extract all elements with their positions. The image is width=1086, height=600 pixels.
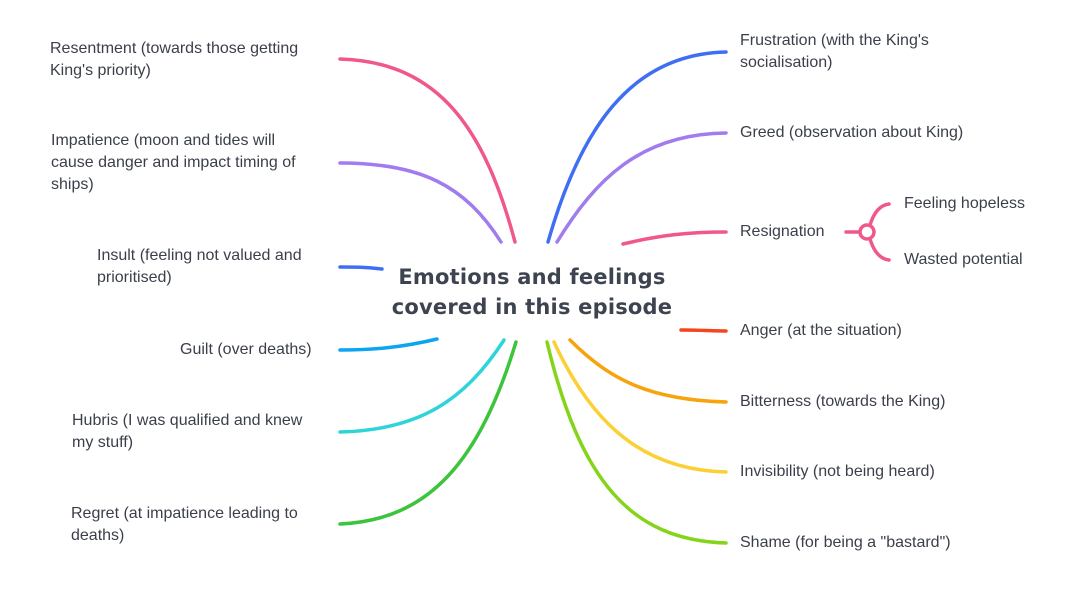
topic-impatience-line-1: Impatience (moon and tides will bbox=[51, 132, 276, 149]
topic-resentment-line-2: King's priority) bbox=[50, 62, 151, 79]
topic-bitterness-line-1: Bitterness (towards the King) bbox=[740, 393, 946, 410]
subtopic-wasted-potential-label: Wasted potential bbox=[904, 251, 1023, 268]
sub-connector-feeling-hopeless bbox=[868, 202, 891, 227]
topic-regret[interactable]: Regret (at impatience leading to deaths) bbox=[71, 503, 333, 547]
topic-regret-line-1: Regret (at impatience leading to bbox=[71, 505, 298, 522]
topic-impatience[interactable]: Impatience (moon and tides will cause da… bbox=[51, 130, 341, 196]
topic-frustration-line-2: socialisation) bbox=[740, 54, 833, 71]
topic-resentment-line-1: Resentment (towards those getting bbox=[50, 40, 299, 57]
central-topic[interactable]: Emotions and feelings covered in this ep… bbox=[382, 262, 682, 322]
branch-connector-insult bbox=[338, 265, 384, 271]
topic-resignation[interactable]: Resignation bbox=[740, 221, 850, 243]
topic-invisibility-line-1: Invisibility (not being heard) bbox=[740, 463, 935, 480]
central-topic-line-1: Emotions and feelings bbox=[398, 265, 666, 289]
subtopic-feeling-hopeless-label: Feeling hopeless bbox=[904, 195, 1025, 212]
branch-connector-bitterness bbox=[568, 338, 728, 404]
topic-frustration-line-1: Frustration (with the King's bbox=[740, 32, 929, 49]
branch-connector-regret bbox=[338, 340, 518, 526]
sub-connector-wasted-potential bbox=[868, 237, 891, 262]
topic-resignation-line-1: Resignation bbox=[740, 223, 825, 240]
topic-guilt-line-1: Guilt (over deaths) bbox=[180, 341, 312, 358]
topic-hubris[interactable]: Hubris (I was qualified and knew my stuf… bbox=[72, 410, 332, 454]
topic-shame-line-1: Shame (for being a "bastard") bbox=[740, 534, 951, 551]
branch-connector-impatience bbox=[338, 161, 503, 244]
topic-invisibility[interactable]: Invisibility (not being heard) bbox=[740, 461, 1020, 483]
branch-connector-resentment bbox=[338, 57, 517, 244]
topic-insult-line-1: Insult (feeling not valued and bbox=[97, 247, 302, 264]
subtopic-wasted-potential[interactable]: Wasted potential bbox=[904, 249, 1064, 271]
central-topic-line-2: covered in this episode bbox=[391, 295, 673, 319]
topic-guilt[interactable]: Guilt (over deaths) bbox=[180, 339, 340, 361]
branch-connector-guilt bbox=[338, 337, 439, 352]
branch-connector-frustration bbox=[546, 50, 728, 244]
branch-connector-invisibility bbox=[552, 340, 728, 474]
branch-connector-hubris bbox=[338, 338, 506, 434]
branch-connector-greed bbox=[555, 131, 728, 244]
topic-anger-line-1: Anger (at the situation) bbox=[740, 322, 902, 339]
branch-connector-shame bbox=[545, 340, 728, 545]
topic-bitterness[interactable]: Bitterness (towards the King) bbox=[740, 391, 1020, 413]
topic-shame[interactable]: Shame (for being a "bastard") bbox=[740, 532, 1040, 554]
topic-hubris-line-2: my stuff) bbox=[72, 434, 134, 451]
topic-anger[interactable]: Anger (at the situation) bbox=[740, 320, 1000, 342]
topic-greed-line-1: Greed (observation about King) bbox=[740, 124, 964, 141]
topic-impatience-line-2: cause danger and impact timing of bbox=[51, 154, 296, 171]
topic-insult-line-2: prioritised) bbox=[97, 269, 172, 286]
topic-greed[interactable]: Greed (observation about King) bbox=[740, 122, 1040, 144]
collapse-toggle-resignation[interactable] bbox=[858, 223, 876, 241]
branch-connector-resignation bbox=[621, 230, 728, 246]
subtopic-feeling-hopeless[interactable]: Feeling hopeless bbox=[904, 193, 1064, 215]
topic-regret-line-2: deaths) bbox=[71, 527, 125, 544]
topic-hubris-line-1: Hubris (I was qualified and knew bbox=[72, 412, 303, 429]
branch-connector-anger bbox=[679, 328, 728, 333]
topic-impatience-line-3: ships) bbox=[51, 176, 94, 193]
topic-frustration[interactable]: Frustration (with the King's socialisati… bbox=[740, 30, 1000, 74]
topic-insult[interactable]: Insult (feeling not valued and prioritis… bbox=[97, 245, 337, 289]
topic-resentment[interactable]: Resentment (towards those getting King's… bbox=[20, 38, 326, 82]
